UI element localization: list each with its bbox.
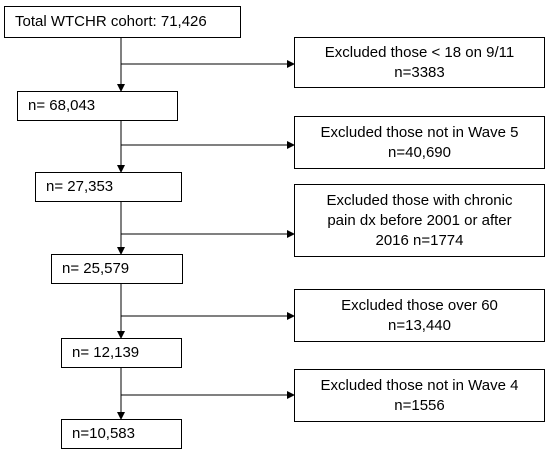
cohort-box-total-label: Total WTCHR cohort: 71,426 (15, 13, 207, 30)
exclusion-box-over-60-label: Excluded those over 60 n=13,440 (341, 296, 498, 334)
cohort-box-step-2: n= 68,043 (17, 91, 178, 121)
cohort-box-final: n=10,583 (61, 419, 182, 449)
cohort-box-step-3-label: n= 27,353 (46, 178, 114, 195)
exclusion-box-not-wave-5: Excluded those not in Wave 5 n=40,690 (294, 116, 545, 169)
cohort-box-step-4: n= 25,579 (51, 254, 183, 284)
cohort-box-total: Total WTCHR cohort: 71,426 (4, 6, 241, 38)
cohort-box-final-label: n=10,583 (72, 425, 135, 442)
cohort-box-step-2-label: n= 68,043 (28, 97, 96, 114)
cohort-box-step-3: n= 27,353 (35, 172, 182, 202)
exclusion-box-not-wave-4: Excluded those not in Wave 4 n=1556 (294, 369, 545, 422)
exclusion-box-chronic-pain: Excluded those with chronic pain dx befo… (294, 184, 545, 257)
exclusion-box-chronic-pain-label: Excluded those with chronic pain dx befo… (326, 191, 513, 249)
exclusion-box-not-wave-5-label: Excluded those not in Wave 5 n=40,690 (320, 123, 519, 161)
cohort-box-step-4-label: n= 25,579 (62, 260, 130, 277)
cohort-box-step-5: n= 12,139 (61, 338, 182, 368)
exclusion-box-under-18-label: Excluded those < 18 on 9/11 n=3383 (324, 43, 515, 81)
exclusion-box-not-wave-4-label: Excluded those not in Wave 4 n=1556 (320, 376, 519, 414)
exclusion-box-over-60: Excluded those over 60 n=13,440 (294, 289, 545, 342)
exclusion-box-under-18: Excluded those < 18 on 9/11 n=3383 (294, 37, 545, 88)
cohort-box-step-5-label: n= 12,139 (72, 344, 140, 361)
